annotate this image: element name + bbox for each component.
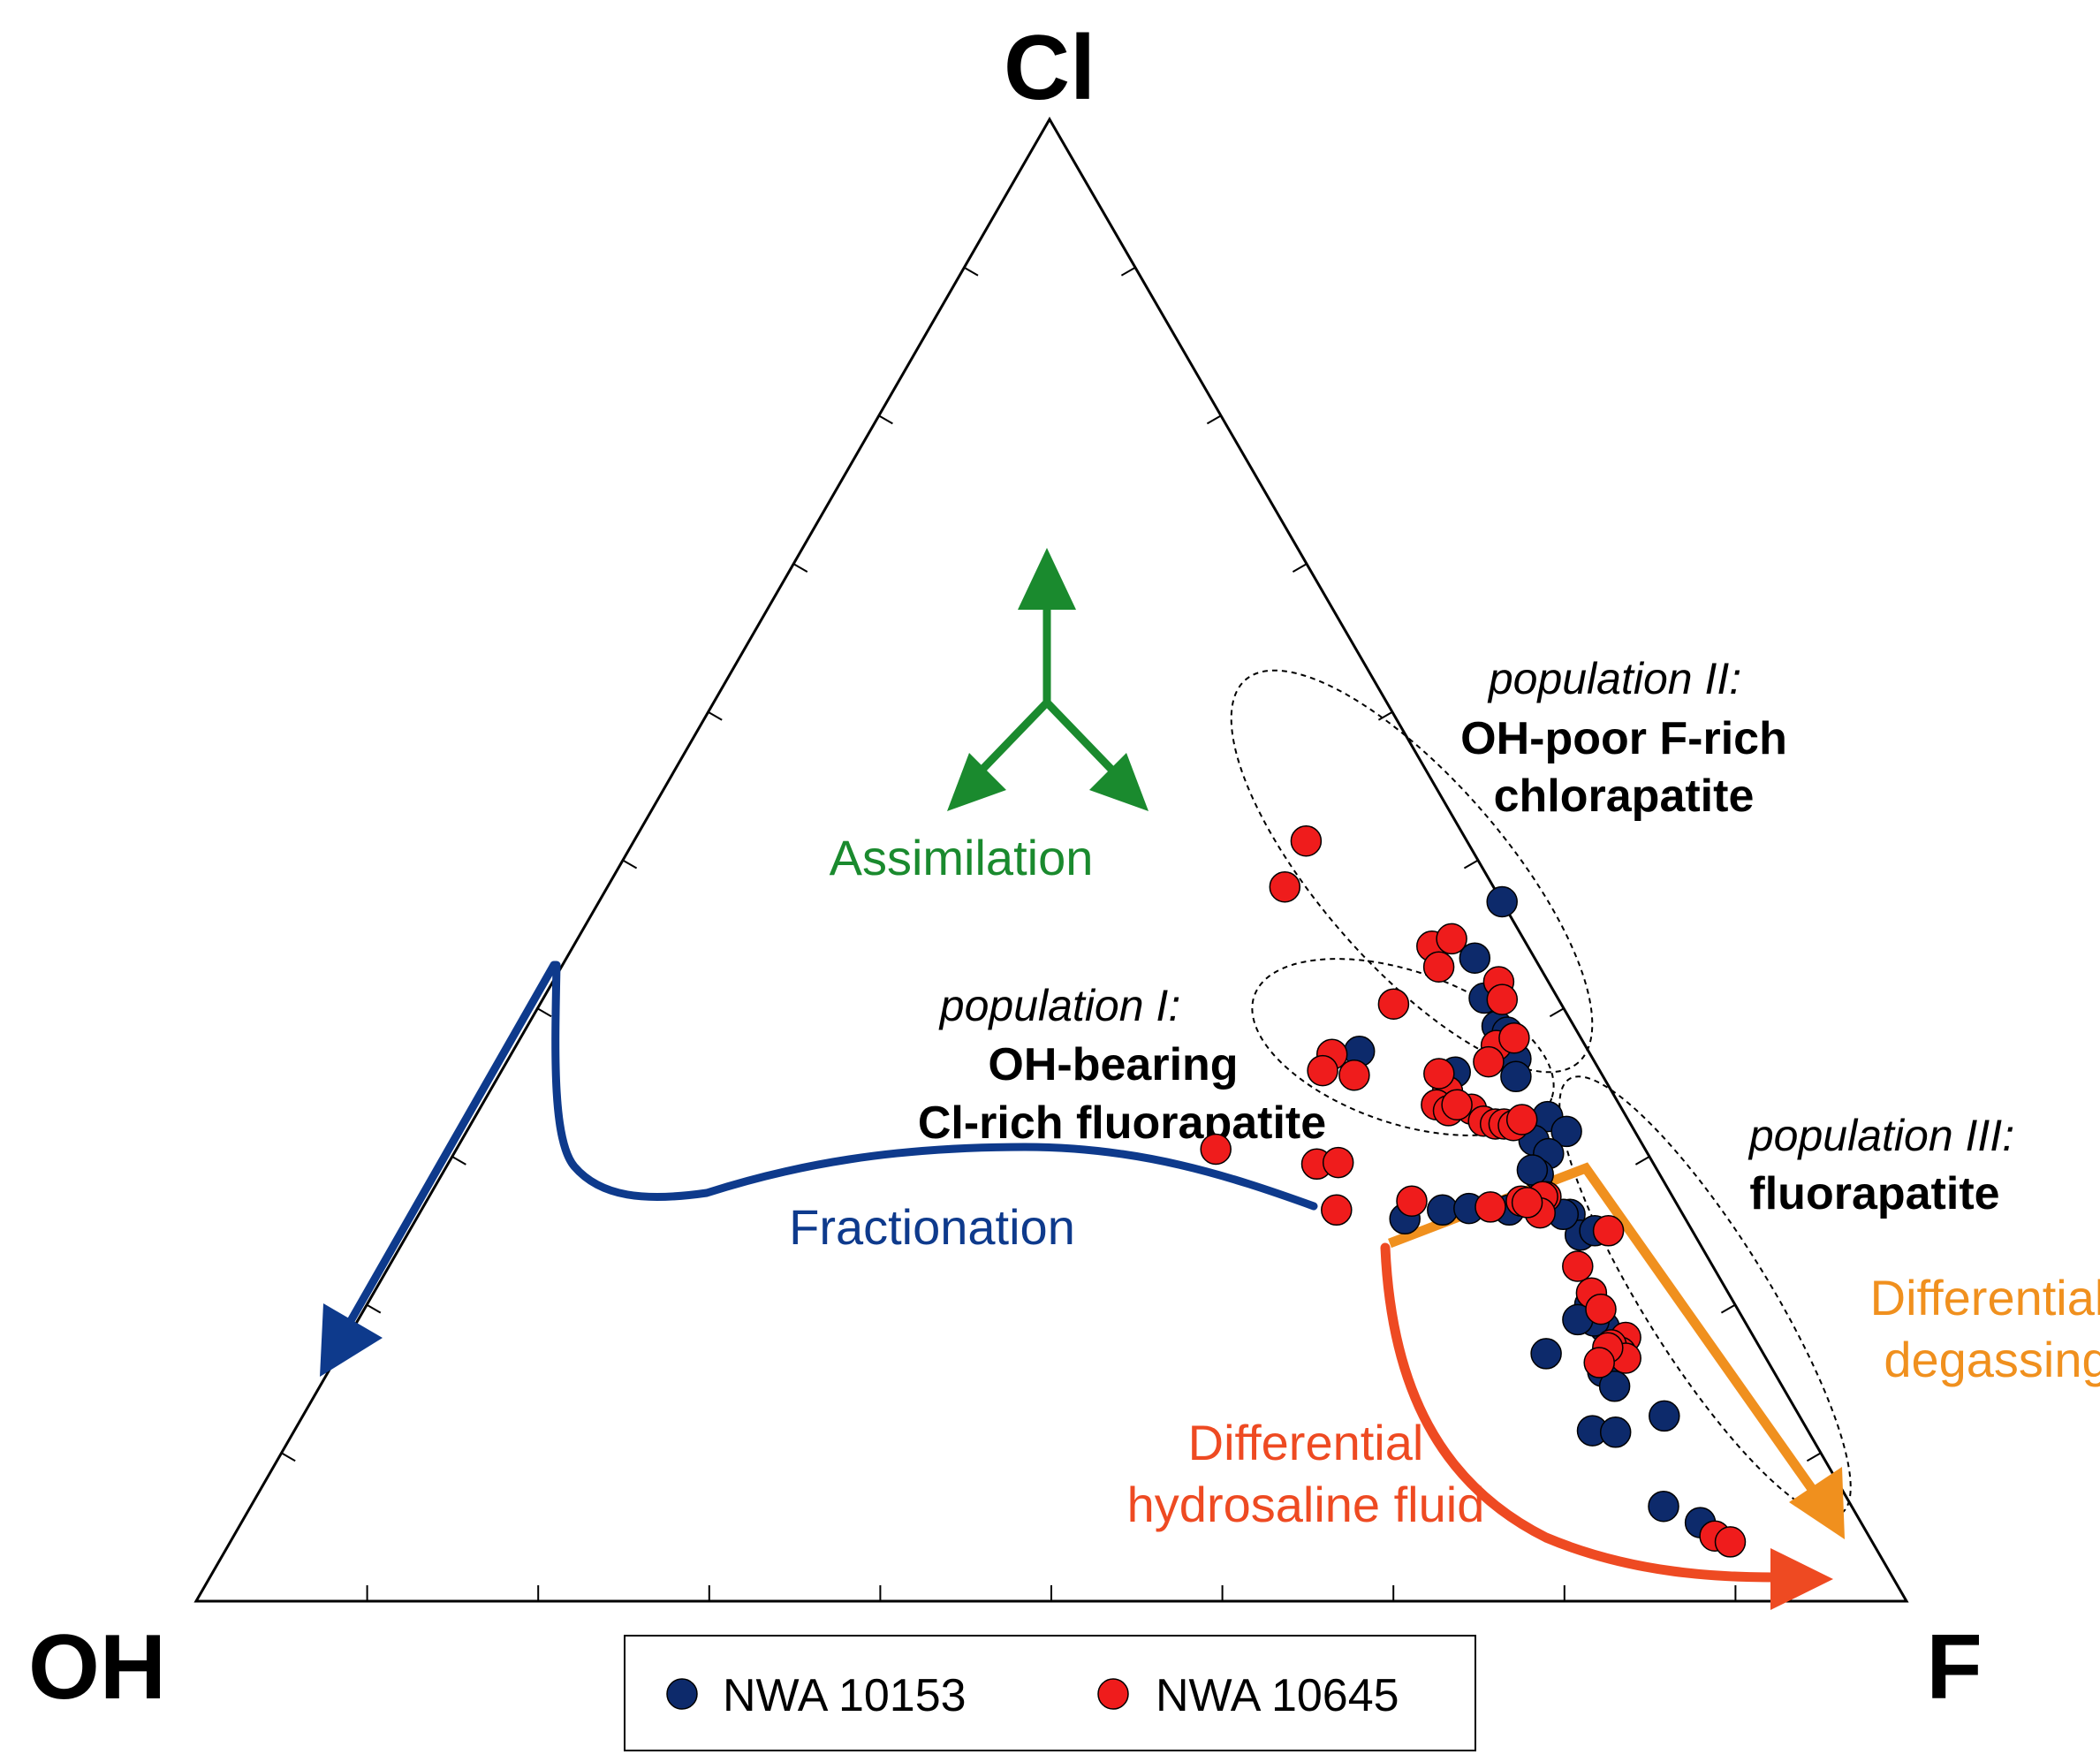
data-point-nwa-10153: [1516, 1154, 1549, 1186]
data-point-nwa-10645: [1511, 1187, 1543, 1219]
tick-left: [281, 1452, 296, 1462]
data-point-nwa-10153: [1427, 1194, 1459, 1227]
data-point-nwa-10645: [1592, 1215, 1625, 1247]
hydrosaline-arrowhead: [1770, 1548, 1833, 1610]
data-point-nwa-10645: [1396, 1185, 1428, 1217]
tick-right: [1549, 1007, 1565, 1018]
tick-left: [792, 563, 808, 573]
data-point-nwa-10645: [1269, 870, 1301, 903]
legend-box: [624, 1635, 1476, 1751]
data-point-nwa-10153: [1598, 1371, 1631, 1402]
degassing-label-2: degassing: [1884, 1332, 2100, 1387]
hydrosaline-label-2: hydrosaline fluid: [1127, 1477, 1485, 1532]
tick-right: [1463, 859, 1479, 870]
data-point-nwa-10645: [1377, 988, 1410, 1020]
degassing-label-1: Differential: [1870, 1270, 2100, 1325]
series-nwa-10153: [1343, 885, 1717, 1538]
data-point-nwa-10645: [1475, 1191, 1506, 1223]
data-point-nwa-10645: [1486, 984, 1519, 1015]
tick-left: [878, 414, 893, 425]
data-point-nwa-10153: [1550, 1115, 1582, 1148]
assimilation-arrows: [970, 595, 1124, 782]
legend-label-nwa-10153: NWA 10153: [723, 1670, 967, 1721]
legend: NWA 10153 NWA 10645: [624, 1635, 1476, 1751]
data-point-nwa-10153: [1530, 1338, 1562, 1370]
hydrosaline-label-1: Differential: [1188, 1415, 1424, 1470]
data-point-nwa-10645: [1321, 1194, 1353, 1227]
degassing-arrowhead: [1789, 1467, 1845, 1539]
vertex-label-f: F: [1926, 1616, 1982, 1719]
data-point-nwa-10645: [1436, 923, 1467, 955]
fractionation-curve: [347, 961, 1318, 1324]
data-point-nwa-10153: [1459, 942, 1491, 974]
legend-marker-nwa-10153: [666, 1678, 698, 1710]
data-point-nwa-10645: [1322, 1146, 1354, 1179]
data-point-nwa-10645: [1338, 1059, 1370, 1091]
population-3-title: population III:: [1747, 1111, 2014, 1160]
tick-right: [1206, 414, 1222, 425]
population-1-title: population I:: [938, 981, 1180, 1030]
data-point-nwa-10645: [1200, 1133, 1232, 1166]
population-3-line1: fluorapatite: [1749, 1168, 1999, 1219]
tick-left: [622, 859, 638, 870]
data-point-nwa-10645: [1422, 951, 1455, 983]
assimilation-label: Assimilation: [830, 830, 1094, 885]
tick-right: [1120, 266, 1136, 277]
tick-left: [708, 710, 723, 721]
vertex-label-oh: OH: [28, 1616, 166, 1719]
legend-marker-nwa-10645: [1097, 1678, 1129, 1710]
assimilation-arrowheads: [947, 548, 1149, 811]
population-2-line2: chlorapatite: [1494, 771, 1755, 822]
tick-left: [536, 1007, 552, 1018]
data-point-nwa-10645: [1714, 1526, 1747, 1558]
tick-left: [451, 1156, 466, 1166]
data-point-nwa-10645: [1423, 1058, 1455, 1090]
population-1-line1: OH-bearing: [988, 1039, 1238, 1090]
hydrosaline-arrow: [1380, 1242, 1781, 1583]
tick-right: [1720, 1303, 1736, 1314]
data-point-nwa-10645: [1307, 1054, 1338, 1087]
data-point-nwa-10645: [1498, 1022, 1530, 1054]
tick-right: [1292, 563, 1308, 573]
tick-right: [1377, 710, 1393, 721]
fractionation-arrowhead: [320, 1303, 383, 1377]
data-point-nwa-10645: [1441, 1089, 1473, 1120]
series-nwa-10645: [1200, 824, 1747, 1558]
vertex-label-cl: Cl: [1004, 17, 1095, 119]
data-point-nwa-10153: [1649, 1400, 1680, 1432]
data-point-nwa-10153: [1500, 1060, 1532, 1093]
population-2-line1: OH-poor F-rich: [1460, 713, 1787, 764]
tick-right: [1634, 1156, 1650, 1166]
population-2-ellipse: [1230, 669, 1594, 1074]
data-point-nwa-10645: [1562, 1250, 1594, 1282]
data-point-nwa-10645: [1290, 824, 1323, 857]
population-2-title: population II:: [1487, 654, 1741, 703]
fractionation-label: Fractionation: [789, 1199, 1075, 1255]
tick-left: [366, 1303, 382, 1314]
data-point-nwa-10153: [1486, 885, 1518, 918]
data-point-nwa-10645: [1583, 1347, 1615, 1378]
tick-right: [1806, 1452, 1822, 1462]
data-point-nwa-10645: [1473, 1045, 1505, 1078]
population-1-line2: Cl-rich fluorapatite: [918, 1097, 1326, 1149]
data-point-nwa-10645: [1585, 1293, 1617, 1325]
tick-left: [963, 266, 979, 277]
data-point-nwa-10153: [1648, 1490, 1679, 1523]
data-point-nwa-10153: [1599, 1416, 1632, 1448]
ternary-ticks: [281, 266, 1822, 1601]
data-point-nwa-10645: [1505, 1104, 1538, 1135]
legend-label-nwa-10645: NWA 10645: [1156, 1670, 1399, 1721]
